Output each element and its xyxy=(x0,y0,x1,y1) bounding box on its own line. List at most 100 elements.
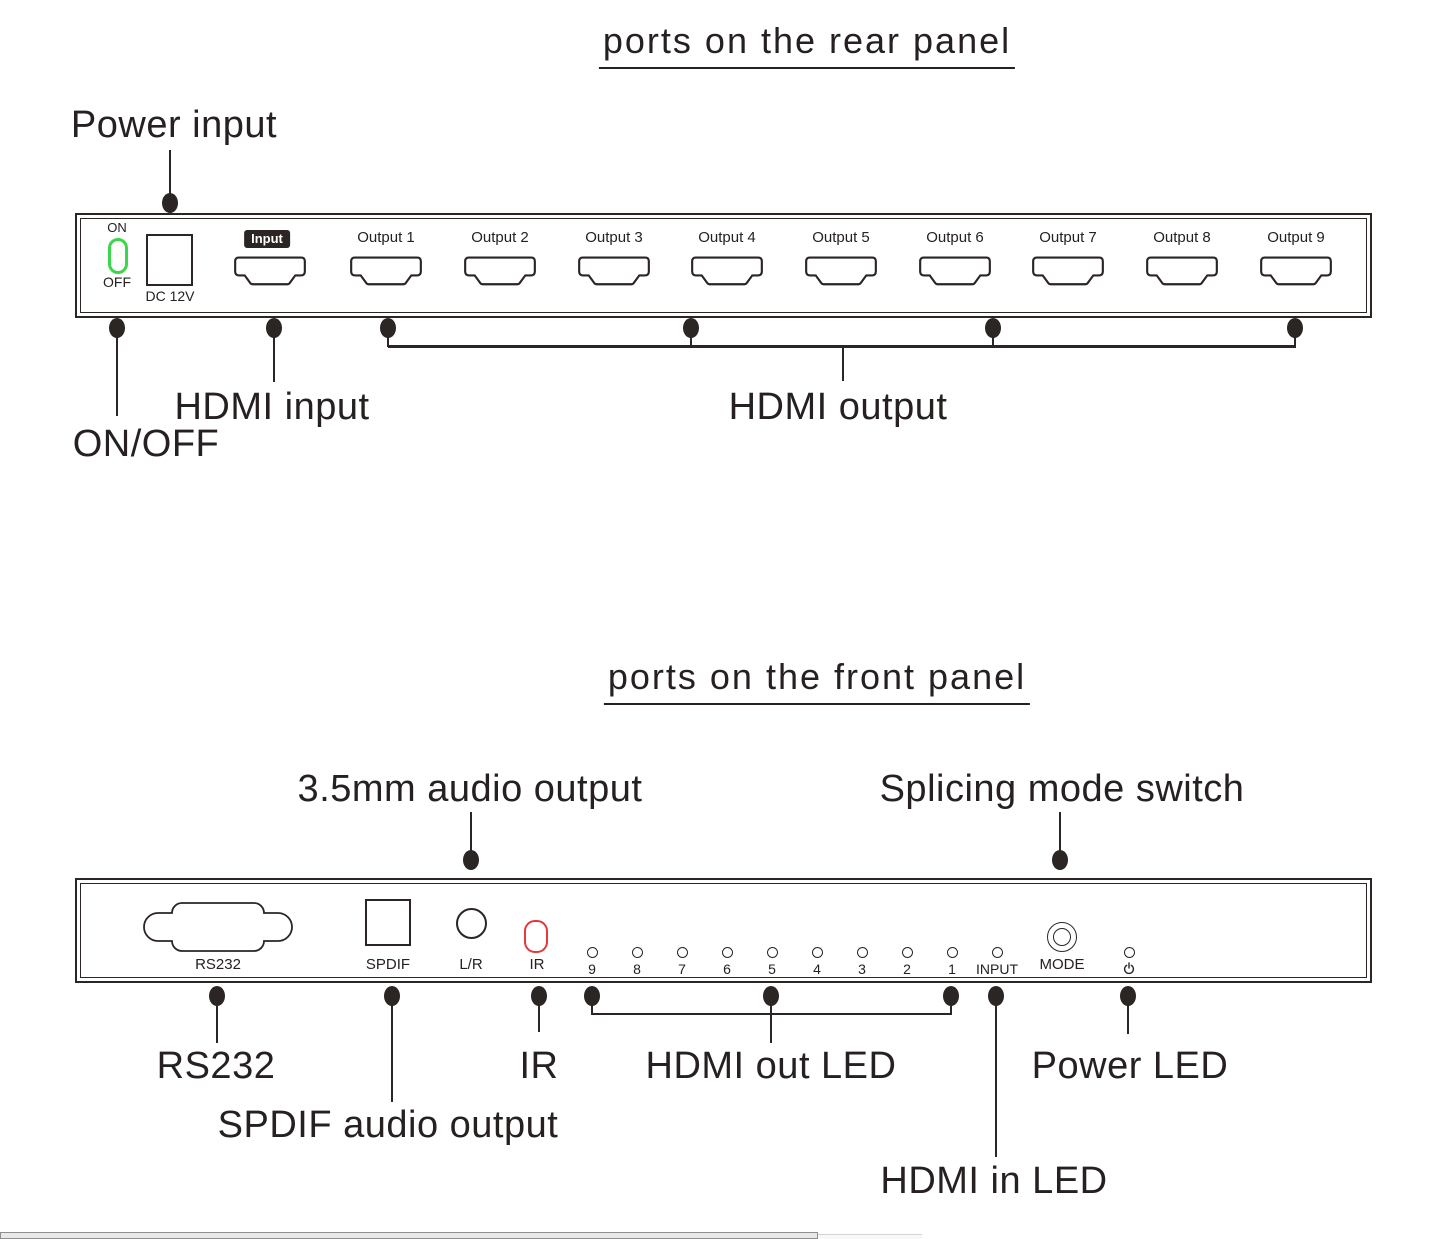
mode-button-label: MODE xyxy=(1039,956,1085,973)
spdif-callout-dot xyxy=(384,986,400,1006)
lr-port-label: L/R xyxy=(459,956,483,973)
on-off-callout-dot xyxy=(109,318,125,338)
output-led-9 xyxy=(587,947,598,958)
ir-window xyxy=(524,920,548,953)
hdmi-port-icon[interactable] xyxy=(234,256,306,287)
led-label: 4 xyxy=(813,961,821,977)
hdmi-port-icon[interactable] xyxy=(919,256,991,287)
output-label: Output 1 xyxy=(357,229,415,246)
hdmi-out-led-bracket-stub xyxy=(950,1001,952,1015)
led-label: 5 xyxy=(768,961,776,977)
power-input-callout-line xyxy=(169,150,171,196)
hdmi-out-led-callout-tick xyxy=(770,1015,772,1043)
hdmi-port-icon[interactable] xyxy=(1032,256,1104,287)
output-label: Output 6 xyxy=(926,229,984,246)
output-led-5 xyxy=(767,947,778,958)
rs232-callout-line xyxy=(216,1002,218,1043)
power-input-callout-dot xyxy=(162,193,178,213)
hdmi-output-bracket xyxy=(388,345,1296,348)
hdmi-output-callout-dot xyxy=(1287,318,1303,338)
hdmi-out-led-callout-dot xyxy=(584,986,600,1006)
spdif-port[interactable] xyxy=(365,899,411,946)
ir-callout-dot xyxy=(531,986,547,1006)
hdmi-port-icon[interactable] xyxy=(350,256,422,287)
hdmi-output-callout-dot xyxy=(380,318,396,338)
audio-35mm-label: 3.5mm audio output xyxy=(297,768,643,810)
ir-port-label: IR xyxy=(529,956,545,973)
hdmi-port-icon[interactable] xyxy=(691,256,763,287)
hdmi-port-icon[interactable] xyxy=(464,256,536,287)
rs232-connector-icon[interactable] xyxy=(142,901,294,953)
front-section-title: ports on the front panel xyxy=(603,656,1031,705)
power-led-callout-dot xyxy=(1120,986,1136,1006)
output-label: Output 3 xyxy=(585,229,643,246)
on-off-label: ON/OFF xyxy=(72,423,220,465)
output-led-7 xyxy=(677,947,688,958)
mode-button[interactable] xyxy=(1053,928,1071,946)
led-label: 2 xyxy=(903,961,911,977)
hdmi-input-label: HDMI input xyxy=(174,386,370,428)
spdif-audio-label: SPDIF audio output xyxy=(217,1104,559,1146)
on-off-callout-line xyxy=(116,334,118,416)
hdmi-output-callout-tick xyxy=(842,348,844,381)
rs232-callout-dot xyxy=(209,986,225,1006)
output-led-2 xyxy=(902,947,913,958)
output-led-3 xyxy=(857,947,868,958)
switch-on-label: ON xyxy=(107,220,127,235)
audio-35mm-callout-line xyxy=(470,812,472,854)
input-led-label: INPUT xyxy=(976,961,1018,977)
hdmi-port-icon[interactable] xyxy=(578,256,650,287)
splicing-mode-callout-dot xyxy=(1052,850,1068,870)
output-led-6 xyxy=(722,947,733,958)
power-switch[interactable] xyxy=(108,238,128,274)
hdmi-input-callout-line xyxy=(273,334,275,382)
power-led xyxy=(1124,947,1135,958)
led-label: 8 xyxy=(633,961,641,977)
output-label: Output 8 xyxy=(1153,229,1211,246)
hdmi-input-callout-dot xyxy=(266,318,282,338)
hdmi-output-bracket-stub xyxy=(992,333,994,347)
dc-power-label: DC 12V xyxy=(145,288,195,304)
input-led xyxy=(992,947,1003,958)
hdmi-out-led-bracket xyxy=(592,1013,952,1015)
rear-section-title: ports on the rear panel xyxy=(598,20,1016,69)
hdmi-output-callout-dot xyxy=(985,318,1001,338)
ir-callout-line xyxy=(538,1002,540,1032)
output-label: Output 7 xyxy=(1039,229,1097,246)
spdif-callout-line xyxy=(391,1002,393,1102)
bottom-partial-bar xyxy=(0,1232,818,1239)
led-label: 6 xyxy=(723,961,731,977)
switch-off-label: OFF xyxy=(103,274,131,290)
hdmi-in-led-callout-dot xyxy=(988,986,1004,1006)
ir-label: IR xyxy=(519,1045,559,1087)
spdif-port-label: SPDIF xyxy=(365,956,411,973)
hdmi-port-icon[interactable] xyxy=(805,256,877,287)
hdmi-out-led-bracket-stub xyxy=(770,1001,772,1015)
power-input-label: Power input xyxy=(70,104,278,146)
hdmi-port-icon[interactable] xyxy=(1260,256,1332,287)
output-led-8 xyxy=(632,947,643,958)
hdmi-output-bracket-stub xyxy=(387,333,389,347)
hdmi-out-led-label: HDMI out LED xyxy=(645,1045,897,1087)
rs232-label: RS232 xyxy=(156,1045,276,1087)
hdmi-in-led-label: HDMI in LED xyxy=(880,1160,1108,1202)
dc-power-port[interactable] xyxy=(146,234,193,286)
hdmi-out-led-bracket-stub xyxy=(591,1001,593,1015)
power-led-callout-line xyxy=(1127,1002,1129,1034)
hdmi-output-callout-dot xyxy=(683,318,699,338)
led-label: 9 xyxy=(588,961,596,977)
output-label: Output 4 xyxy=(698,229,756,246)
hdmi-output-bracket-stub xyxy=(690,333,692,347)
output-label: Output 2 xyxy=(471,229,529,246)
hdmi-port-icon[interactable] xyxy=(1146,256,1218,287)
splicing-mode-callout-line xyxy=(1059,812,1061,854)
power-symbol-icon xyxy=(1123,962,1135,975)
hdmi-output-bracket-stub xyxy=(1294,333,1296,347)
lr-audio-jack[interactable] xyxy=(456,908,487,939)
power-led-label: Power LED xyxy=(1031,1045,1229,1087)
splicing-mode-label: Splicing mode switch xyxy=(879,768,1245,810)
hdmi-out-led-callout-dot xyxy=(763,986,779,1006)
led-label: 1 xyxy=(948,961,956,977)
bottom-partial-bar-light xyxy=(818,1234,922,1239)
